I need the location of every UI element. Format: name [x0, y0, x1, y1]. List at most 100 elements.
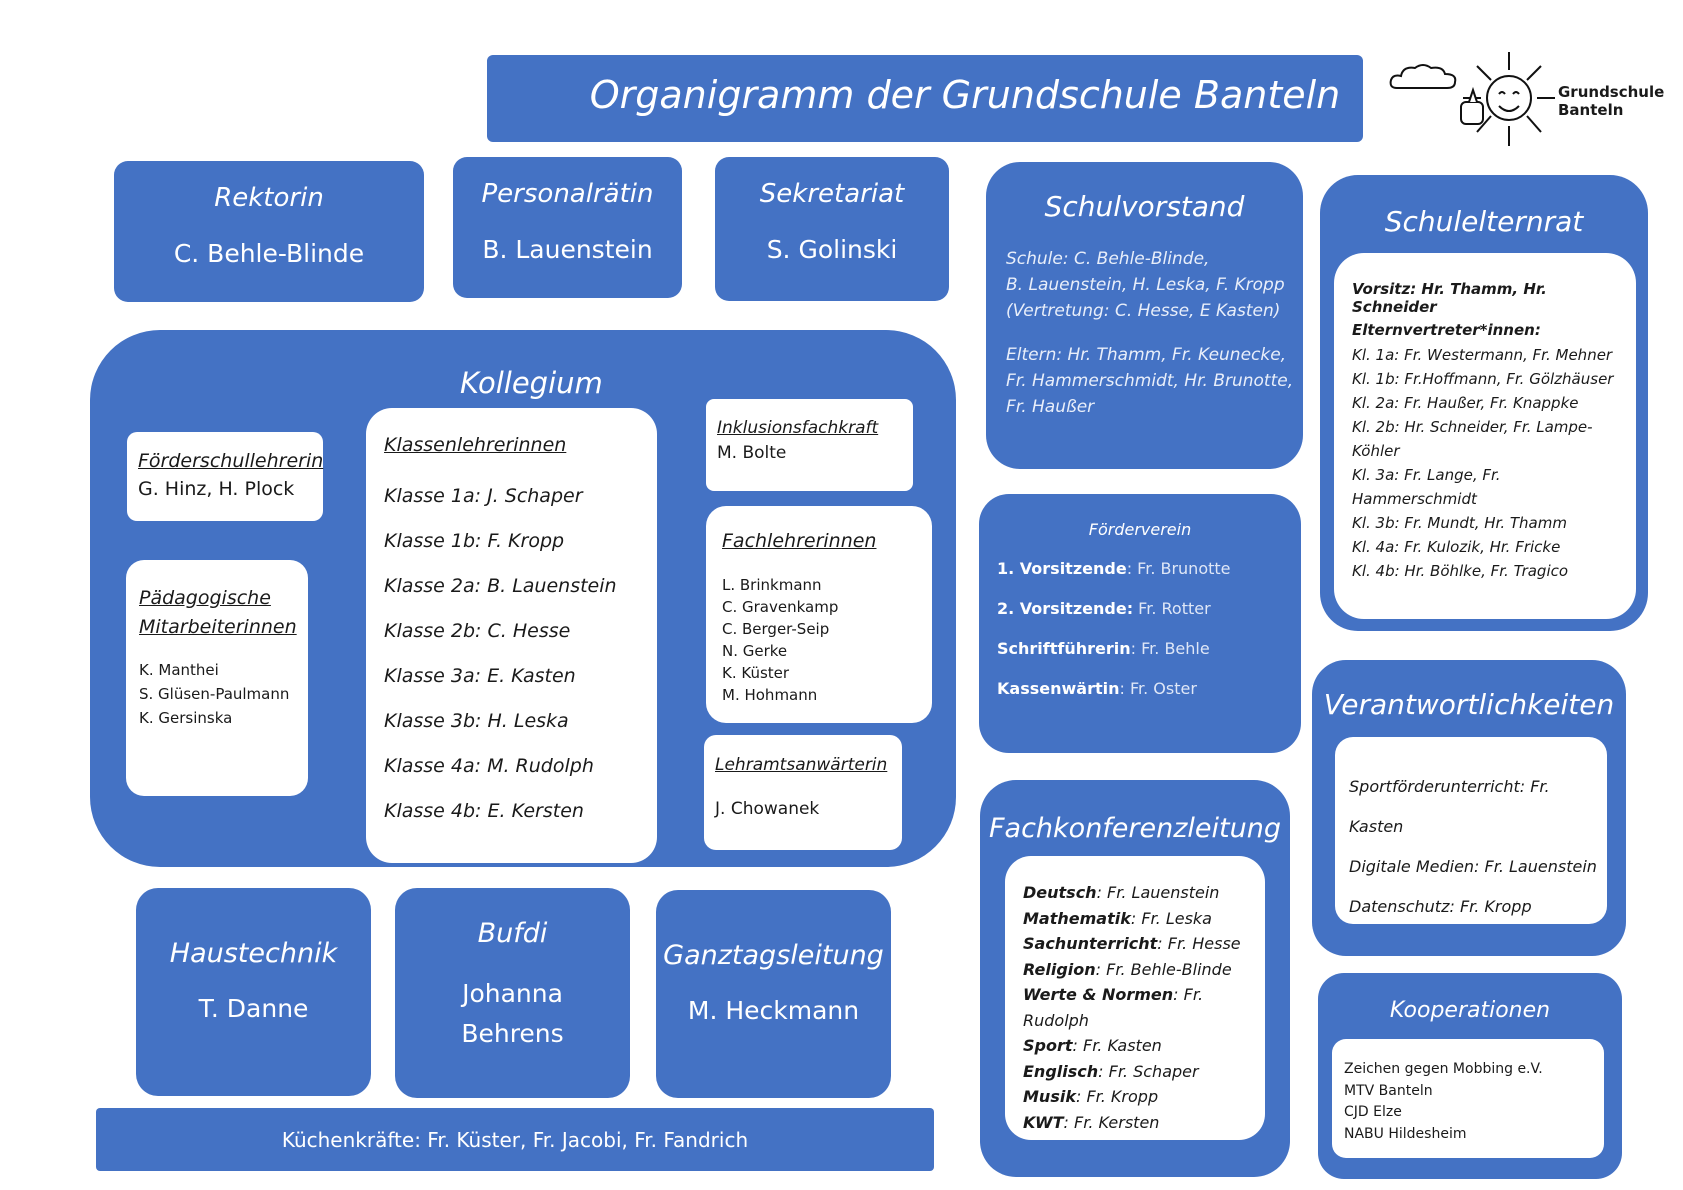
fachkonferenz-list: Deutsch: Fr. Lauenstein Mathematik: Fr. …: [1023, 880, 1265, 1135]
schulelternrat-list: Kl. 1a: Fr. Westermann, Fr. Mehner Kl. 1…: [1352, 343, 1613, 583]
fachlehrer-name: M. Hohmann: [722, 686, 818, 704]
inklusion-name: M. Bolte: [717, 443, 787, 463]
schulelternrat-line: Kl. 4a: Fr. Kulozik, Hr. Fricke: [1352, 538, 1561, 556]
ganztag-name: M. Heckmann: [687, 996, 860, 1025]
fachkonferenz-person: : Fr. Kasten: [1072, 1036, 1162, 1055]
kooperationen-title: Kooperationen: [1389, 998, 1551, 1023]
schulvorstand-schule-line: B. Lauenstein, H. Leska, F. Kropp: [1006, 275, 1285, 295]
foerderverein-value: Fr. Rotter: [1133, 599, 1211, 618]
klassen-line: Klasse 4a: M. Rudolph: [384, 755, 594, 777]
klassen-line: Klasse 2b: C. Hesse: [384, 620, 571, 642]
foerderverein-row: 2. Vorsitzende: Fr. Rotter: [997, 599, 1211, 618]
kollegium-title: Kollegium: [460, 366, 603, 400]
verantwortlich-panel: Sportförderunterricht: Fr. Kasten Digita…: [1335, 737, 1607, 924]
lehramt-heading: Lehramtsanwärterin: [715, 755, 888, 775]
kooperationen-list: Zeichen gegen Mobbing e.V. MTV Banteln C…: [1344, 1059, 1543, 1145]
kooperationen-box: Kooperationen Zeichen gegen Mobbing e.V.…: [1318, 973, 1622, 1179]
foerderverein-value: : Fr. Oster: [1119, 679, 1197, 698]
klassen-heading: Klassenlehrerinnen: [384, 434, 567, 456]
foerderschul-panel: Förderschullehrerin G. Hinz, H. Plock: [127, 432, 323, 521]
fachkonferenz-box: Fachkonferenzleitung Deutsch: Fr. Lauens…: [980, 780, 1290, 1177]
foerderverein-row: 1. Vorsitzende: Fr. Brunotte: [997, 559, 1231, 578]
foerderverein-label: 1. Vorsitzende: [997, 559, 1127, 578]
rektorin-title: Rektorin: [214, 183, 324, 213]
fachkonferenz-person: : Fr. Kersten: [1063, 1112, 1160, 1132]
schulelternrat-line: Kl. 3a: Fr. Lange, Fr.: [1352, 466, 1501, 484]
schulelternrat-box: Schulelternrat Vorsitz: Hr. Thamm, Hr. S…: [1320, 175, 1648, 631]
sekretariat-title: Sekretariat: [759, 179, 905, 209]
klassen-panel: Klassenlehrerinnen Klasse 1a: J. Schaper…: [366, 408, 657, 863]
personalraetin-name: B. Lauenstein: [482, 235, 653, 264]
fachlehrer-name: C. Berger-Seip: [722, 620, 830, 638]
lehramt-name: J. Chowanek: [715, 799, 820, 819]
thumbs-up-icon: [1460, 86, 1484, 125]
sun-logo-icon: [1460, 52, 1555, 146]
foerderverein-row: Schriftführerin: Fr. Behle: [997, 639, 1210, 658]
fachkonferenz-panel: Deutsch: Fr. Lauenstein Mathematik: Fr. …: [1005, 856, 1265, 1140]
kooperationen-panel: Zeichen gegen Mobbing e.V. MTV Banteln C…: [1332, 1039, 1604, 1158]
kooperationen-line: MTV Banteln: [1344, 1082, 1433, 1099]
rektorin-name: C. Behle-Blinde: [173, 239, 365, 268]
school-logo: Grundschule Banteln: [1385, 50, 1675, 150]
verantwortlich-line: Sportförderunterricht: Fr. Kasten: [1349, 777, 1550, 836]
foerderverein-label: Schriftführerin: [997, 639, 1131, 658]
verantwortlich-title: Verantwortlichkeiten: [1323, 688, 1615, 721]
fachkonferenz-subject: Englisch: [1023, 1061, 1099, 1081]
fachkonferenz-row: Sachunterricht: Fr. Hesse: [1023, 931, 1265, 957]
personalraetin-title: Personalrätin: [481, 179, 654, 209]
fachkonferenz-title: Fachkonferenzleitung: [989, 813, 1281, 844]
fachkonferenz-row: Englisch: Fr. Schaper: [1023, 1059, 1265, 1085]
lehramt-panel: Lehramtsanwärterin J. Chowanek: [704, 735, 902, 850]
fachlehrer-heading: Fachlehrerinnen: [722, 530, 877, 552]
fachkonferenz-subject: KWT: [1023, 1112, 1064, 1132]
inklusion-heading: Inklusionsfachkraft: [717, 418, 879, 438]
paedagogisch-name: S. Glüsen-Paulmann: [139, 685, 290, 703]
paedagogisch-names: K. Manthei S. Glüsen-Paulmann K. Gersins…: [139, 658, 289, 730]
schulelternrat-panel: Vorsitz: Hr. Thamm, Hr. Schneider Eltern…: [1334, 253, 1636, 619]
bufdi-name-line: Behrens: [461, 1019, 564, 1048]
schulvorstand-title: Schulvorstand: [1044, 190, 1245, 223]
verantwortlich-list: Sportförderunterricht: Fr. Kasten Digita…: [1349, 767, 1607, 927]
schulelternrat-line: Köhler: [1352, 442, 1400, 460]
cloud-icon: [1389, 64, 1457, 89]
fachkonferenz-row: Werte & Normen: Fr. Rudolph: [1023, 982, 1265, 1033]
sekretariat-name: S. Golinski: [766, 235, 898, 264]
ganztag-title: Ganztagsleitung: [663, 940, 884, 971]
fachkonferenz-subject: Musik: [1023, 1087, 1076, 1106]
fachkonferenz-subject: Werte & Normen: [1023, 985, 1174, 1004]
sekretariat-box: Sekretariat S. Golinski: [715, 157, 949, 301]
foerderverein-label: Kassenwärtin: [997, 679, 1120, 698]
fachlehrer-name: N. Gerke: [722, 642, 788, 660]
verantwortlich-line: Datenschutz: Fr. Kropp: [1349, 897, 1532, 916]
fachkonferenz-subject: Religion: [1023, 959, 1096, 979]
klassen-line: Klasse 1b: F. Kropp: [384, 530, 565, 552]
fachkonferenz-person: : Fr. Schaper: [1098, 1061, 1199, 1081]
fachkonferenz-row: Musik: Fr. Kropp: [1023, 1084, 1265, 1110]
klassen-line: Klasse 3b: H. Leska: [384, 710, 569, 732]
fachlehrer-panel: Fachlehrerinnen L. Brinkmann C. Gravenka…: [706, 506, 932, 723]
fachkonferenz-person: : Fr. Rudolph: [1023, 985, 1204, 1030]
kueche-text: Küchenkräfte: Fr. Küster, Fr. Jacobi, Fr…: [281, 1128, 749, 1152]
schulelternrat-line: Kl. 1a: Fr. Westermann, Fr. Mehner: [1352, 346, 1613, 364]
haustechnik-box: Haustechnik T. Danne: [136, 888, 371, 1096]
ganztag-box: Ganztagsleitung M. Heckmann: [656, 890, 891, 1098]
inklusion-panel: Inklusionsfachkraft M. Bolte: [706, 399, 913, 491]
page-title: Organigramm der Grundschule Banteln: [589, 73, 1341, 117]
klassen-line: Klasse 1a: J. Schaper: [384, 485, 583, 507]
schulvorstand-eltern-line: Fr. Hammerschmidt, Hr. Brunotte,: [1006, 371, 1294, 391]
paedagogisch-name: K. Gersinska: [139, 709, 233, 727]
verantwortlich-box: Verantwortlichkeiten Sportförderunterric…: [1312, 660, 1626, 956]
fachkonferenz-person: : Fr. Lauenstein: [1096, 883, 1220, 902]
fachkonferenz-person: : Fr. Hesse: [1157, 934, 1241, 953]
foerderschul-heading: Förderschullehrerin: [138, 450, 324, 472]
logo-text-2: Banteln: [1558, 101, 1624, 119]
klassen-line: Klasse 2a: B. Lauenstein: [384, 575, 617, 597]
bufdi-name-line: Johanna: [462, 979, 563, 1008]
paedagogisch-name: K. Manthei: [139, 661, 219, 679]
fachkonferenz-row: Religion: Fr. Behle-Blinde: [1023, 957, 1265, 983]
bufdi-title: Bufdi: [477, 918, 548, 949]
fachkonferenz-subject: Sachunterricht: [1023, 934, 1158, 953]
paedagogisch-heading-line: Mitarbeiterinnen: [139, 616, 297, 638]
fachkonferenz-subject: Mathematik: [1023, 908, 1131, 928]
schulelternrat-line: Kl. 2a: Fr. Haußer, Fr. Knappke: [1352, 394, 1579, 412]
